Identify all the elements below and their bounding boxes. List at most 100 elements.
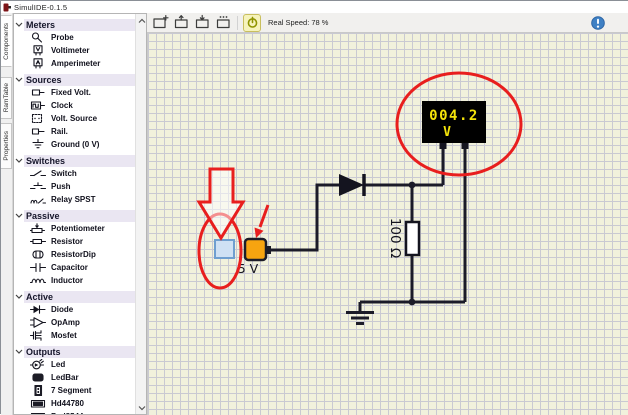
resistordip-icon [30,249,46,260]
placed-blue-component[interactable] [215,240,234,258]
power-icon [245,15,260,30]
export-circuit-icon [215,14,232,31]
section-meters[interactable]: Meters [14,18,136,31]
chevron-down-icon [14,21,24,28]
palette-item-rail[interactable]: Rail. [14,125,136,138]
circuit-wires[interactable] [266,141,465,305]
amperimeter-icon [30,58,46,69]
palette-item-capacitor[interactable]: Capacitor [14,261,136,274]
hd44780-icon [30,398,46,409]
save-circuit-icon [194,14,211,31]
new-circuit-icon [152,14,169,31]
palette-item-opamp[interactable]: OpAmp [14,316,136,329]
junction-dot [409,182,416,189]
open-circuit-icon [173,14,190,31]
circuit-canvas[interactable]: 100 Ω 004.2 V 5 V [147,33,628,415]
rail-icon [30,126,46,137]
palette-item-push[interactable]: Push [14,180,136,193]
palette-item-amperimeter[interactable]: Amperimeter [14,57,136,70]
dock-tab-strip: Components RamTable Properties [1,13,13,415]
palette-item-switch[interactable]: Switch [14,167,136,180]
diode-component[interactable] [339,174,364,196]
chevron-down-icon [14,293,24,300]
new-circuit-button[interactable] [151,14,169,32]
capacitor-icon [30,262,46,273]
inductor-icon [30,275,46,286]
palette-item-potentiometer[interactable]: Potentiometer [14,222,136,235]
ledbar-icon [30,372,46,383]
resistor-component[interactable]: 100 Ω [387,218,419,258]
palette-item-clock[interactable]: Clock [14,99,136,112]
open-circuit-button[interactable] [172,14,190,32]
section-outputs[interactable]: Outputs [14,345,136,358]
tab-properties[interactable]: Properties [1,123,12,169]
palette-item-fixed-volt[interactable]: Fixed Volt. [14,86,136,99]
volt-source-icon [30,113,46,124]
palette-item-hd44780[interactable]: Hd44780 [14,397,136,410]
info-button[interactable] [591,16,605,30]
small-arrow-annotation [260,205,268,227]
chevron-down-icon [14,348,24,355]
palette-item-voltimeter[interactable]: Voltimeter [14,44,136,57]
voltmeter-reading: 004.2 [429,108,479,124]
title-bar: SimulIDE-0.1.5 [1,1,628,13]
potentiometer-icon [30,223,46,234]
tab-ramtable[interactable]: RamTable [1,77,12,119]
chevron-down-icon [14,76,24,83]
opamp-icon [30,317,46,328]
resistor-icon [30,236,46,247]
sidebar-scrollbar[interactable] [135,14,146,414]
switch-icon [30,168,46,179]
voltmeter-unit: V [443,125,451,140]
led-icon [30,359,46,370]
section-switches[interactable]: Switches [14,154,136,167]
palette-item-inductor[interactable]: Inductor [14,274,136,287]
palette-item-relay-spst[interactable]: Relay SPST [14,193,136,206]
palette-item-resistordip[interactable]: ResistorDip [14,248,136,261]
app-icon [3,3,11,12]
mosfet-icon [30,330,46,341]
palette-item-led[interactable]: Led [14,358,136,371]
section-active[interactable]: Active [14,290,136,303]
info-icon [591,16,605,30]
resistor-value-label: 100 Ω [387,218,403,258]
pcd8544-icon [30,411,46,415]
section-sources[interactable]: Sources [14,73,136,86]
seven-segment-icon [30,385,46,396]
palette-item-ledbar[interactable]: LedBar [14,371,136,384]
chevron-down-icon [14,212,24,219]
palette-item-diode[interactable]: Diode [14,303,136,316]
small-arrow-head [255,228,264,239]
ground-component[interactable] [346,302,374,324]
save-circuit-button[interactable] [193,14,211,32]
palette-item-volt-source[interactable]: Volt. Source [14,112,136,125]
export-circuit-button[interactable] [214,14,232,32]
palette-item-pcd8544[interactable]: Pcd8544 [14,410,136,415]
section-passive[interactable]: Passive [14,209,136,222]
palette-item-probe[interactable]: Probe [14,31,136,44]
component-palette: Meters Probe Voltimeter Amperimeter Sour… [13,13,147,415]
scroll-up-icon[interactable] [137,16,146,25]
palette-item-seven-segment[interactable]: 7 Segment [14,384,136,397]
relay-spst-icon [30,194,46,205]
voltimeter-icon [30,45,46,56]
scroll-down-icon[interactable] [137,403,146,412]
palette-item-ground[interactable]: Ground (0 V) [14,138,136,151]
voltmeter-component[interactable]: 004.2 V [422,101,486,149]
clock-icon [30,100,46,111]
toolbar-separator [237,16,238,30]
fixed-volt-component[interactable]: 5 V [238,239,271,276]
tab-components[interactable]: Components [1,15,12,67]
chevron-down-icon [14,157,24,164]
power-button[interactable] [243,14,261,32]
diode-icon [30,304,46,315]
palette-item-resistor[interactable]: Resistor [14,235,136,248]
window-title: SimulIDE-0.1.5 [14,3,67,12]
palette-item-mosfet[interactable]: Mosfet [14,329,136,342]
push-icon [30,181,46,192]
probe-icon [30,32,46,43]
junction-dot [409,299,416,306]
fixed-volt-icon [30,87,46,98]
real-speed-label: Real Speed: 78 % [268,18,328,27]
